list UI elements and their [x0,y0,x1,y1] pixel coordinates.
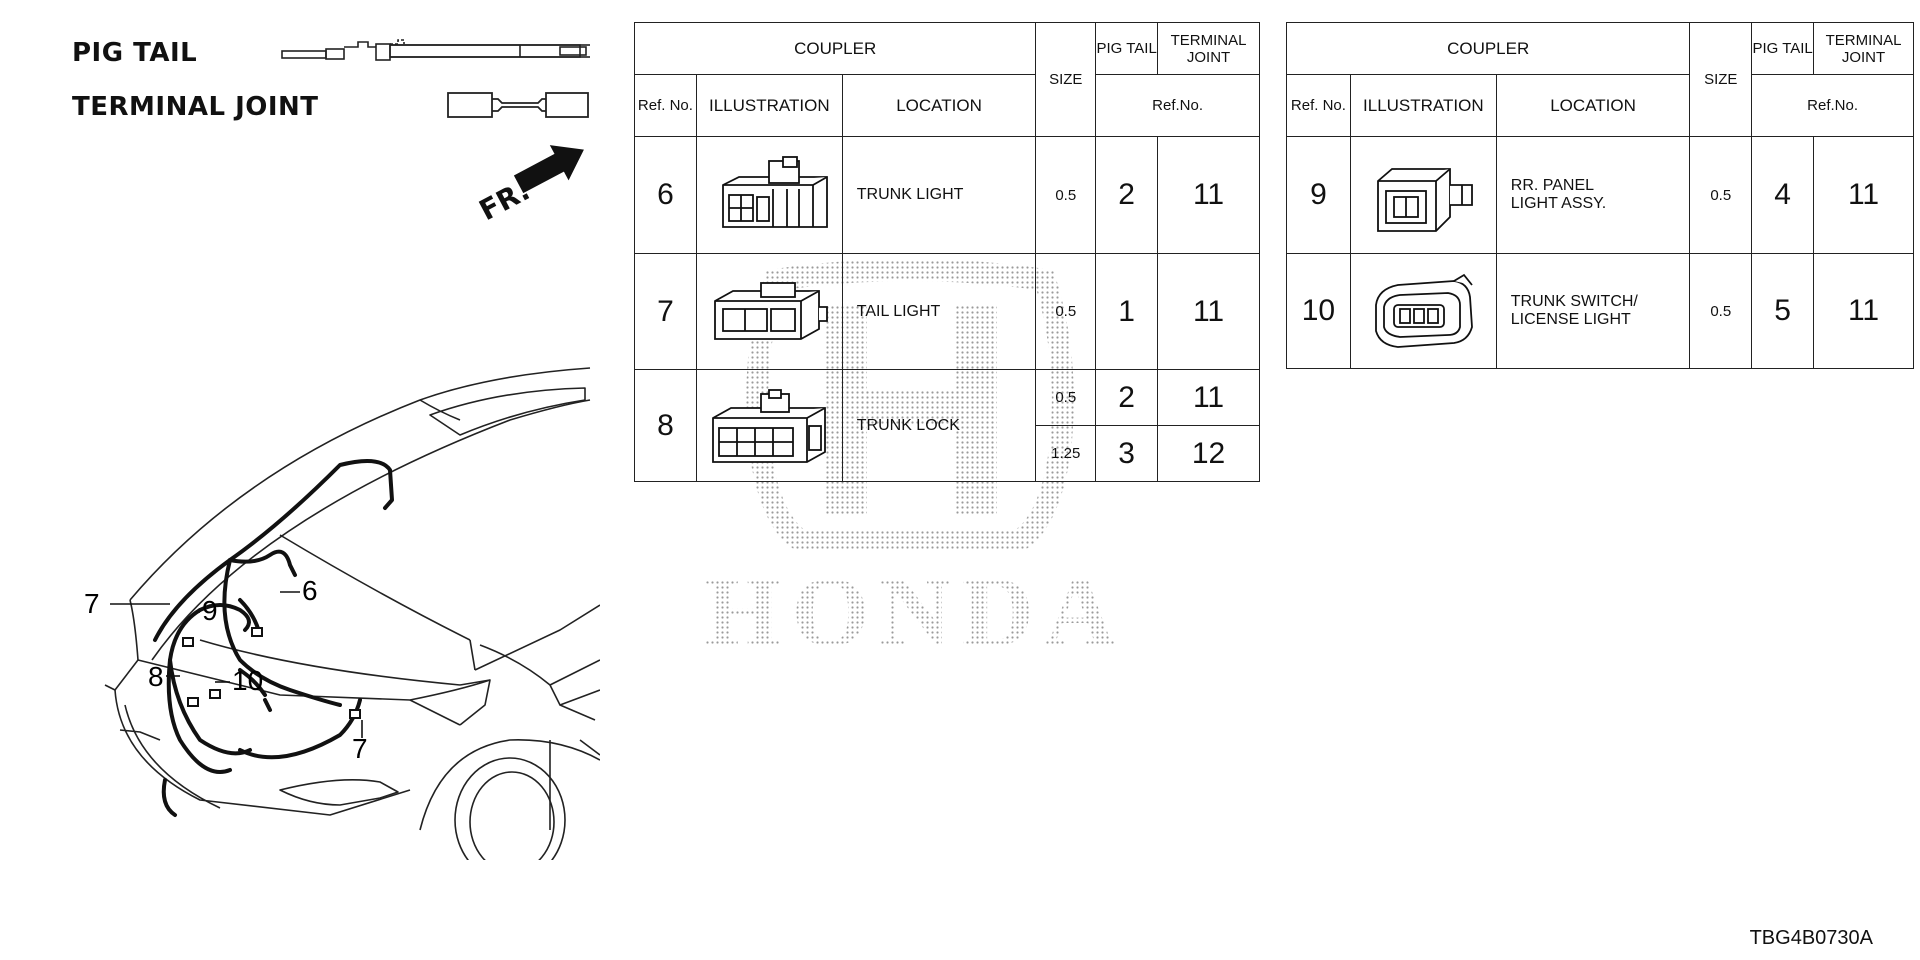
connector-8-marker [187,697,199,707]
honda-wordmark: HONDA [704,556,1126,660]
location-line: LICENSE LIGHT [1510,311,1631,328]
location-cell: TRUNK LIGHT [841,136,1037,254]
connector-7-marker [349,709,361,719]
connector-6-marker [251,627,263,637]
callout-7-left: 7 [84,588,100,619]
terminal-joint-cell: 11 [1157,253,1260,370]
location-line: RR. PANEL [1510,177,1595,194]
callout-9: 9 [202,595,218,626]
terminal-joint-cell: 12 [1157,425,1260,482]
location-line: TRUNK SWITCH/ [1510,293,1638,310]
table-row: 7 TAIL LIGHT 0.5 1 11 [634,253,1260,370]
location-cell: TAIL LIGHT [841,253,1037,370]
pig-tail-label: PIG TAIL [72,38,198,68]
size-header: SIZE [1689,22,1753,137]
coupler-table-left: COUPLER SIZE PIG TAIL TERMINAL JOINT Ref… [633,22,1260,482]
size-cell: 0.5 [1689,136,1753,254]
terminal-joint-icon [447,92,589,118]
location-header: LOCATION [1495,74,1691,137]
illustration-cell [695,136,843,254]
location-cell: TRUNK LOCK [841,369,1037,482]
coupler-table-right: COUPLER SIZE PIG TAIL TERMINAL JOINT Ref… [1285,22,1914,369]
rear-wheel [454,757,566,860]
illustration-cell [695,369,843,482]
size-cell: 0.5 [1689,253,1753,369]
pig-tail-cell: 4 [1751,136,1815,254]
location-line: LIGHT ASSY. [1510,195,1607,212]
terminal-joint-cell: 11 [1813,253,1914,369]
size-cell: 0.5 [1035,369,1097,426]
callout-8: 8 [148,661,164,692]
front-direction-arrow: FR. [474,145,584,220]
car-roof-line [129,367,591,601]
ref-no-header: Ref. No. [1286,74,1351,137]
illustration-cell [1349,253,1497,369]
terminal-joint-cell: 11 [1157,369,1260,426]
size-cell: 0.5 [1035,253,1097,370]
table-row: 8 TRUNK LOCK 0.5 2 11 [634,369,1260,482]
illustration-cell [1349,136,1497,254]
rear-wheel-arch [419,739,600,831]
ref-no-short-header: Ref.No. [1095,74,1260,137]
rr-panel-light-coupler-icon [1377,168,1474,232]
table-row: 10 TRUNK SWITCH/ LICENSE LIGHT 0.5 5 11 [1286,253,1914,369]
car-rear-illustration: 7 9 6 8 10 7 [84,367,600,860]
location-cell: RR. PANEL LIGHT ASSY. [1495,136,1691,254]
callout-10: 10 [232,665,263,696]
size-cell: 0.5 [1035,136,1097,254]
pig-tail-header: PIG TAIL [1095,22,1159,75]
terminal-joint-cell: 11 [1157,136,1260,254]
pig-tail-cell: 3 [1095,425,1159,482]
coupler-header: COUPLER [1285,22,1691,75]
connector-9-marker [182,637,194,647]
pig-tail-cell: 2 [1095,369,1159,426]
table-row: 9 RR. PANEL LIGHT ASSY. 0.5 4 11 [1286,136,1914,254]
illustration-header: ILLUSTRATION [695,74,843,137]
size-cell: 1.25 [1035,425,1097,482]
connector-10-marker [209,689,221,699]
pig-tail-cell: 5 [1751,253,1815,369]
location-cell: TRUNK SWITCH/ LICENSE LIGHT [1495,253,1691,369]
diagram-code: TBG4B0730A [1749,927,1873,949]
sunroof-outline [429,387,586,436]
tail-light-coupler-icon [714,281,829,340]
ref-cell: 9 [1286,136,1351,254]
terminal-joint-header: TERMINAL JOINT [1813,22,1914,75]
pig-tail-cell: 2 [1095,136,1159,254]
terminal-joint-label: TERMINAL JOINT [72,92,319,122]
size-header: SIZE [1035,22,1097,137]
ref-cell: 10 [1286,253,1351,369]
ref-no-short-header: Ref.No. [1751,74,1914,137]
location-header: LOCATION [841,74,1037,137]
trunk-light-coupler-icon [722,156,829,228]
pig-tail-header: PIG TAIL [1751,22,1815,75]
callout-6: 6 [302,575,318,606]
pig-tail-icon [281,39,590,61]
callout-7-bottom: 7 [352,733,368,764]
ref-cell: 6 [634,136,697,254]
terminal-joint-cell: 11 [1813,136,1914,254]
illustration-header: ILLUSTRATION [1349,74,1497,137]
ref-no-header: Ref. No. [634,74,697,137]
pig-tail-cell: 1 [1095,253,1159,370]
coupler-header: COUPLER [633,22,1037,75]
ref-cell: 8 [634,369,697,482]
table-row: 1.25 3 12 [635,425,1260,482]
trunk-switch-coupler-icon [1375,273,1474,348]
ref-cell: 7 [634,253,697,370]
table-row: 6 TRUNK LIGHT 0.5 [634,136,1260,254]
trunk-lock-coupler-icon [712,388,827,463]
illustration-cell [695,253,843,370]
terminal-joint-header: TERMINAL JOINT [1157,22,1260,75]
